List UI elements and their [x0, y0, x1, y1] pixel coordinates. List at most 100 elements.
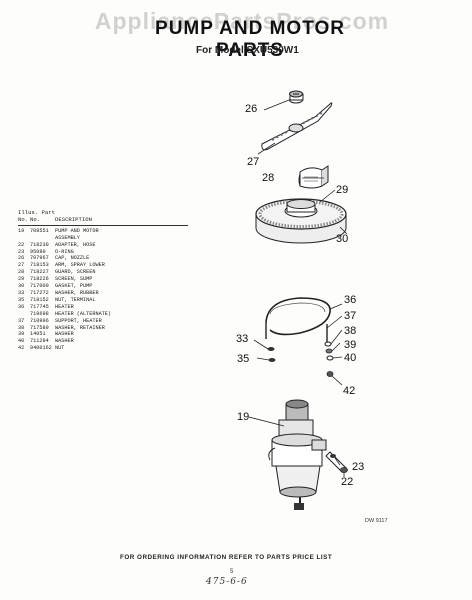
callout-35: 35 — [237, 353, 249, 365]
parts-list-row: 40 711284 WASHER — [18, 338, 188, 345]
part-description: HEATER (ALTERNATE) — [55, 310, 112, 317]
part-number: 9400162 — [30, 345, 52, 352]
part-description: CAP, NOZZLE — [55, 255, 90, 262]
parts-list-row: 29 718226 SCREEN, SUMP — [18, 276, 188, 283]
watermark-text: AppliancePartsPros.com — [94, 8, 390, 34]
illus-number: 40 — [18, 338, 25, 345]
illus-number: 29 — [18, 276, 25, 283]
parts-list-row: 37 710996 SUPPORT, HEATER — [18, 318, 188, 325]
model-subtitle: For Model SXU530W1 — [196, 45, 299, 56]
illus-number: 38 — [18, 324, 25, 331]
part-description: WASHER, RUBBER — [55, 289, 99, 296]
part-description: GASKET, PUMP — [55, 283, 93, 290]
part-description: WASHER — [55, 331, 74, 338]
callout-29: 29 — [336, 184, 348, 196]
part-number: 95080 — [30, 248, 46, 255]
parts-list-row: 38 717589 WASHER, RETAINER — [18, 325, 188, 332]
header-illus: Illus. — [18, 209, 39, 216]
callout-33: 33 — [236, 333, 248, 345]
part-number: 718698 — [30, 310, 49, 317]
part-number: 718152 — [30, 296, 49, 303]
part-number: 718230 — [30, 241, 49, 248]
heater-element-part — [265, 297, 334, 377]
part-description: ARM, SPRAY LOWER — [55, 262, 105, 269]
header-description: DESCRIPTION — [55, 215, 92, 223]
page-title: PUMP AND MOTOR PARTS — [155, 18, 345, 61]
illus-number: 23 — [18, 248, 25, 255]
nozzle-cap-part — [289, 90, 304, 104]
drawing-id: DW 9117 — [365, 518, 388, 524]
table-header-top: Illus. Part — [18, 209, 188, 217]
part-number: 14051 — [30, 331, 46, 338]
illus-number: 30 — [18, 283, 25, 290]
illus-number: 36 — [18, 303, 25, 310]
part-description: SCREEN, SUMP — [55, 276, 93, 283]
page-number: 5 — [230, 569, 234, 575]
part-number: 711284 — [30, 338, 49, 345]
callout-19: 19 — [237, 411, 249, 423]
parts-list-row: 39 14051 WASHER — [18, 331, 188, 338]
header-part: Part — [41, 209, 55, 216]
callout-36: 36 — [344, 294, 356, 306]
o-ring-part — [330, 454, 336, 458]
callout-27: 27 — [247, 156, 259, 168]
leader-lines — [248, 99, 348, 477]
callout-42: 42 — [343, 385, 355, 397]
callout-39: 39 — [344, 339, 356, 351]
callout-23: 23 — [352, 461, 364, 473]
callout-38: 38 — [344, 325, 356, 337]
illus-number: 22 — [18, 241, 25, 248]
parts-list-row: 27 718153 ARM, SPRAY LOWER — [18, 262, 188, 269]
part-description: SUPPORT, HEATER — [55, 317, 102, 324]
callout-30: 30 — [336, 233, 348, 245]
part-number: 710996 — [30, 317, 49, 324]
part-number: 718226 — [30, 276, 49, 283]
parts-list-row: 718698 HEATER (ALTERNATE) — [18, 311, 188, 318]
part-number: 707967 — [30, 255, 49, 262]
ordering-footer: FOR ORDERING INFORMATION REFER TO PARTS … — [120, 554, 333, 561]
illus-number: 39 — [18, 331, 25, 338]
hose-adapter-part — [325, 451, 348, 473]
pump-motor-assembly-part — [268, 399, 327, 510]
part-description: GUARD, SCREEN — [55, 269, 96, 276]
parts-list-row: 30 717000 GASKET, PUMP — [18, 283, 188, 290]
callout-22: 22 — [341, 476, 353, 488]
header-no-part: No. — [30, 215, 41, 223]
callout-37: 37 — [344, 310, 356, 322]
part-description: ASSEMBLY — [55, 234, 80, 241]
part-description: WASHER, RETAINER — [55, 324, 105, 331]
parts-list-row: 33 717272 WASHER, RUBBER — [18, 290, 188, 297]
illus-number: 35 — [18, 296, 25, 303]
part-number: 717272 — [30, 289, 49, 296]
part-number: 717589 — [30, 324, 49, 331]
part-description: WASHER — [55, 338, 74, 345]
illus-number: 19 — [18, 227, 25, 234]
part-description: NUT, TERMINAL — [55, 296, 96, 303]
illus-number: 27 — [18, 262, 25, 269]
part-description: ADAPTER, HOSE — [55, 241, 96, 248]
parts-list-row: ASSEMBLY — [18, 235, 188, 242]
screen-guard-part — [298, 165, 329, 189]
part-number: 718227 — [30, 269, 49, 276]
callout-28: 28 — [262, 172, 274, 184]
table-header: No. No. DESCRIPTION — [18, 215, 188, 226]
illus-number: 33 — [18, 289, 25, 296]
part-description: HEATER — [55, 303, 74, 310]
illus-number: 37 — [18, 317, 25, 324]
parts-list-row: 35 718152 NUT, TERMINAL — [18, 297, 188, 304]
illus-number: 42 — [18, 345, 25, 352]
part-number: 717000 — [30, 283, 49, 290]
spray-arm-part — [261, 102, 333, 151]
part-number: 718153 — [30, 262, 49, 269]
part-description: PUMP AND MOTOR — [55, 227, 99, 234]
